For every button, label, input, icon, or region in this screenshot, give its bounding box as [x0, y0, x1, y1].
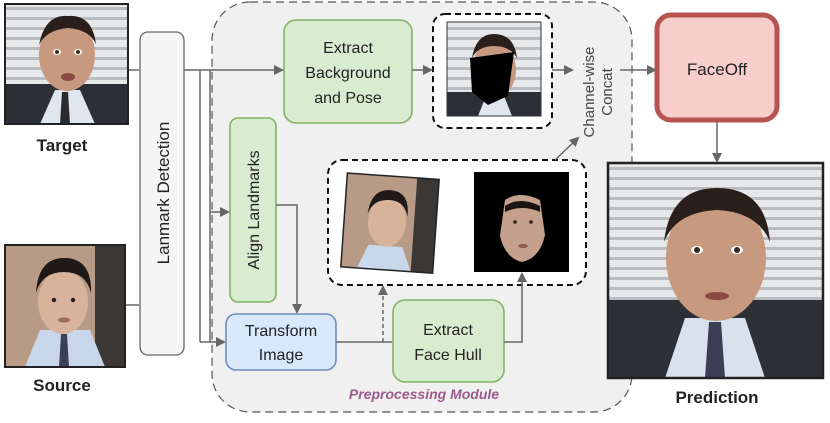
- landmark-detection-label: Lanmark Detection: [154, 122, 173, 265]
- masked-target-image: [446, 21, 542, 117]
- aligned-source-image: [340, 172, 440, 275]
- face-hull-image: [474, 172, 569, 272]
- faceoff-label: FaceOff: [687, 60, 747, 79]
- transform-line2: Image: [259, 347, 304, 364]
- extract-background-pose-box: [283, 19, 413, 124]
- extract-bg-line2: Background: [305, 65, 390, 82]
- extract-hull-line1: Extract: [423, 322, 473, 339]
- preprocessing-module-label: Preprocessing Module: [349, 386, 499, 402]
- target-image: [4, 3, 129, 125]
- align-landmarks-box: [229, 117, 277, 303]
- concat-line2: Concat: [599, 67, 616, 115]
- extract-face-hull-box: [392, 299, 505, 383]
- arrow-align-to-transform: [276, 204, 302, 314]
- source-label: Source: [33, 376, 91, 395]
- transform-line1: Transform: [245, 323, 317, 340]
- extract-bg-line1: Extract: [323, 40, 373, 57]
- prediction-image: [606, 161, 825, 380]
- source-image: [4, 244, 126, 368]
- extract-hull-line2: Face Hull: [414, 347, 482, 364]
- connectors: [126, 65, 722, 347]
- faceoff-box: [654, 12, 780, 123]
- prediction-label: Prediction: [675, 388, 758, 407]
- target-label: Target: [37, 136, 88, 155]
- arrow-aligned-to-concat: [554, 136, 580, 161]
- extract-bg-line3: and Pose: [314, 90, 382, 107]
- arrow-hull-to-face-image: [504, 272, 527, 343]
- align-landmarks-label: Align Landmarks: [246, 150, 263, 269]
- concat-line1: Channel-wise: [581, 47, 598, 138]
- landmark-detection-box: [139, 31, 185, 356]
